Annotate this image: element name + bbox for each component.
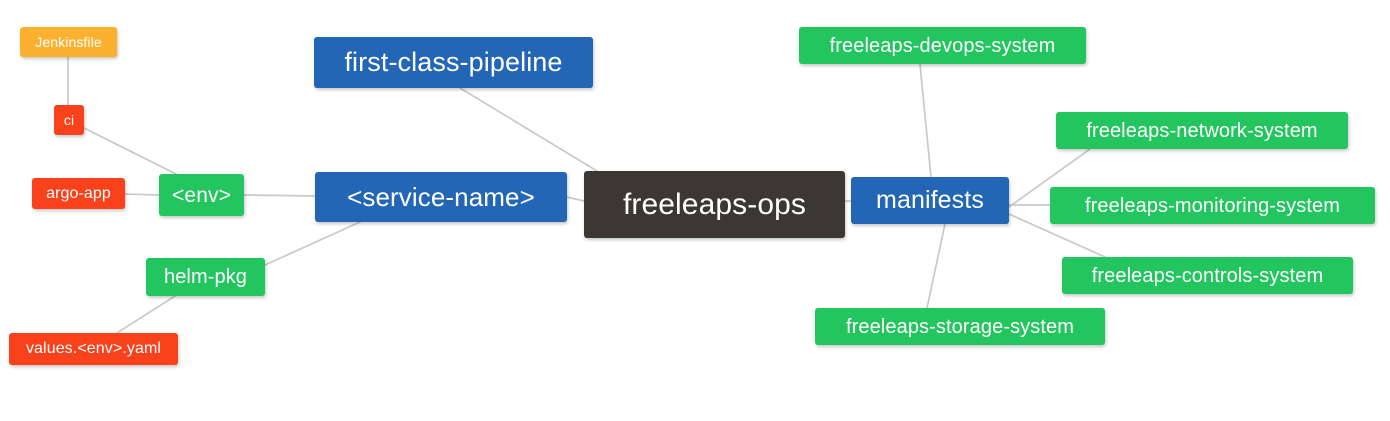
node-label-env: <env> — [172, 183, 231, 207]
node-ci[interactable]: ci — [54, 105, 84, 135]
node-label-freeleaps-ops: freeleaps-ops — [622, 187, 807, 221]
node-freeleaps-ops[interactable]: freeleaps-ops — [584, 171, 845, 238]
edge-env-to-ci — [83, 127, 177, 175]
node-label-first-class-pipeline: first-class-pipeline — [344, 47, 563, 77]
node-label-freeleaps-network-system: freeleaps-network-system — [1086, 119, 1318, 142]
node-freeleaps-network-system[interactable]: freeleaps-network-system — [1056, 112, 1348, 149]
edge-freeleaps-ops-to-service-name — [566, 196, 585, 202]
node-label-argo-app: argo-app — [46, 184, 111, 202]
edge-env-to-argo-app — [124, 193, 160, 196]
node-label-values-env-yaml: values.<env>.yaml — [25, 340, 162, 357]
node-helm-pkg[interactable]: helm-pkg — [146, 258, 265, 296]
node-label-service-name: <service-name> — [347, 182, 535, 212]
node-jenkinsfile[interactable]: Jenkinsfile — [20, 27, 117, 57]
node-argo-app[interactable]: argo-app — [32, 178, 125, 209]
node-manifests[interactable]: manifests — [851, 177, 1009, 224]
node-freeleaps-devops-system[interactable]: freeleaps-devops-system — [799, 27, 1086, 64]
node-label-freeleaps-monitoring-system: freeleaps-monitoring-system — [1084, 194, 1340, 217]
edge-manifests-to-freeleaps-devops-system — [919, 63, 932, 178]
node-label-jenkinsfile: Jenkinsfile — [35, 34, 102, 50]
node-label-freeleaps-devops-system: freeleaps-devops-system — [829, 34, 1056, 57]
node-env[interactable]: <env> — [159, 174, 244, 216]
node-label-freeleaps-storage-system: freeleaps-storage-system — [845, 315, 1075, 338]
edge-helm-pkg-to-values-env-yaml — [116, 295, 176, 334]
edge-freeleaps-ops-to-first-class-pipeline — [459, 87, 598, 172]
node-freeleaps-monitoring-system[interactable]: freeleaps-monitoring-system — [1050, 187, 1375, 224]
node-label-helm-pkg: helm-pkg — [163, 266, 248, 288]
node-service-name[interactable]: <service-name> — [315, 172, 567, 222]
edge-manifests-to-freeleaps-storage-system — [926, 223, 946, 309]
edge-service-name-to-helm-pkg — [264, 221, 361, 266]
edge-service-name-to-env — [243, 194, 316, 197]
node-freeleaps-controls-system[interactable]: freeleaps-controls-system — [1062, 257, 1353, 294]
node-label-ci: ci — [63, 112, 75, 128]
node-values-env-yaml[interactable]: values.<env>.yaml — [9, 333, 178, 365]
node-label-freeleaps-controls-system: freeleaps-controls-system — [1091, 264, 1324, 287]
node-freeleaps-storage-system[interactable]: freeleaps-storage-system — [815, 308, 1105, 345]
node-label-manifests: manifests — [876, 186, 984, 214]
node-first-class-pipeline[interactable]: first-class-pipeline — [314, 37, 593, 88]
